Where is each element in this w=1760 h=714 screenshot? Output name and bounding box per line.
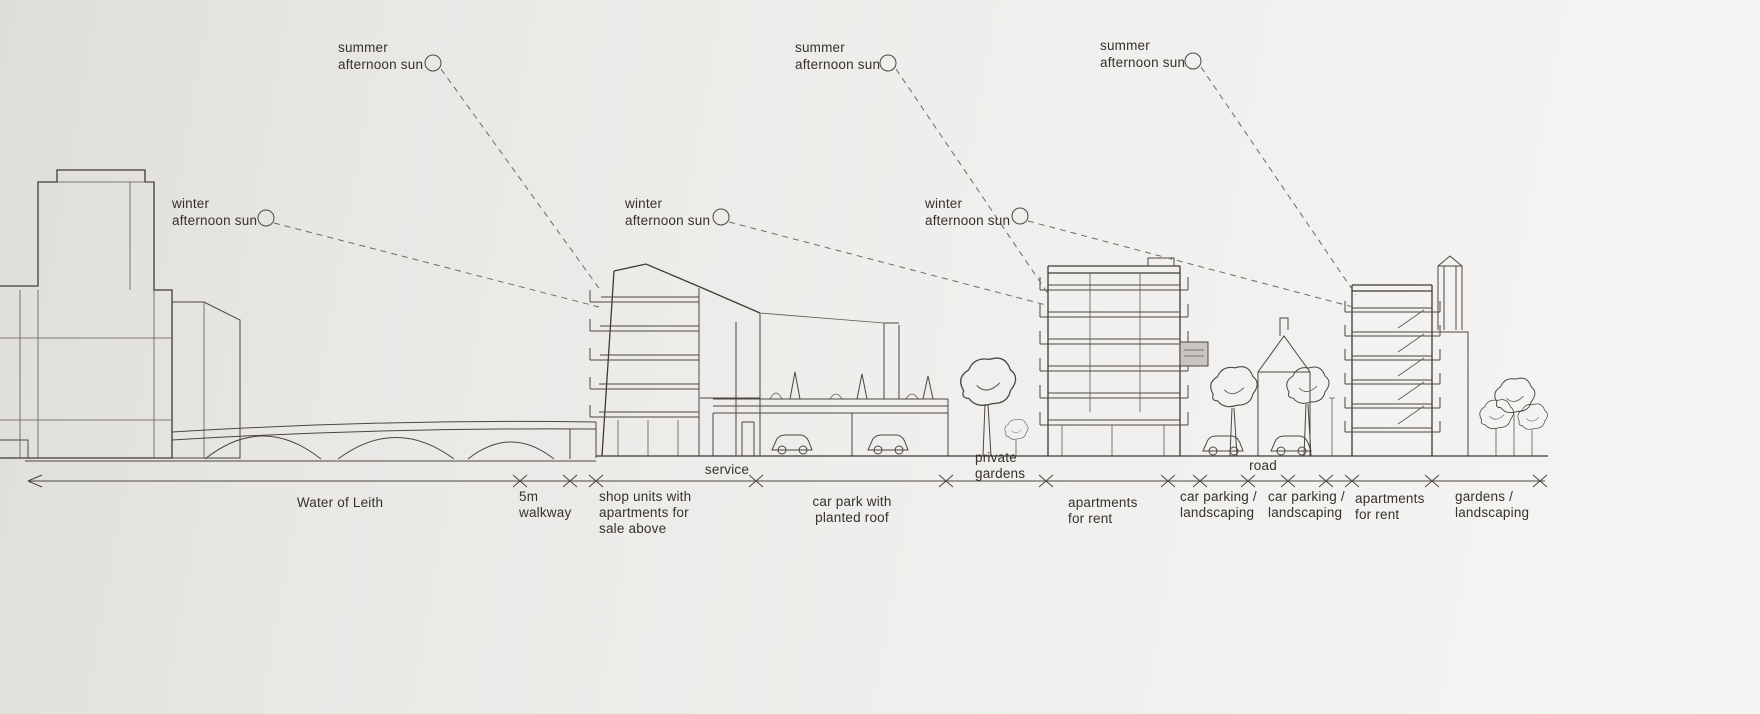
zone-label-car-park: car park with — [812, 494, 891, 509]
zone-label-apartments-left: for rent — [1068, 511, 1112, 526]
tree-icon — [1210, 366, 1258, 408]
zone-labels: Water of Leith 5m walkway shop units wit… — [297, 450, 1529, 536]
sun-label: winter — [924, 196, 963, 211]
zone-label-gardens-right: gardens / — [1455, 489, 1513, 504]
private-gardens-trees — [960, 357, 1029, 457]
zone-label-shop-units: sale above — [599, 521, 666, 536]
signboard — [1179, 341, 1209, 367]
tree-icon — [1494, 377, 1536, 414]
sun-label: afternoon sun — [925, 213, 1010, 228]
zone-label-car-park: planted roof — [815, 510, 889, 525]
sun-annotation-summer-3: summer afternoon sun — [1100, 38, 1357, 296]
zone-label-car-parking-right: landscaping — [1268, 505, 1342, 520]
sun-icon — [1184, 52, 1202, 70]
sun-label: afternoon sun — [625, 213, 710, 228]
shop-apartment-building — [589, 263, 761, 457]
sun-icon — [257, 209, 275, 227]
sun-label: summer — [795, 40, 845, 55]
zone-label-water-of-leith: Water of Leith — [297, 495, 383, 510]
zone-label-apartments-right: apartments — [1355, 491, 1425, 506]
road-zone-buildings — [1202, 317, 1335, 457]
zone-label-shop-units: shop units with — [599, 489, 691, 504]
zone-label-road: road — [1249, 458, 1277, 473]
sun-annotations: summer afternoon sun winter afternoon su… — [171, 38, 1357, 308]
sun-label: afternoon sun — [795, 57, 880, 72]
car-park-planted-roof — [712, 312, 949, 456]
arrow-left-icon — [27, 474, 43, 488]
zone-label-car-parking-left: car parking / — [1180, 489, 1257, 504]
bridge — [171, 420, 597, 460]
zone-label-car-parking-right: car parking / — [1268, 489, 1345, 504]
sun-label: winter — [624, 196, 663, 211]
car-icon — [867, 434, 909, 455]
zone-label-walkway: 5m — [519, 489, 538, 504]
zone-label-shop-units: apartments for — [599, 505, 689, 520]
sun-annotation-summer-1: summer afternoon sun — [338, 40, 602, 292]
sun-icon — [424, 54, 442, 72]
tree-icon — [960, 357, 1017, 406]
zone-label-gardens-right: landscaping — [1455, 505, 1529, 520]
apartments-right-building — [1344, 255, 1469, 456]
sun-label: afternoon sun — [172, 213, 257, 228]
zone-label-private-gardens: gardens — [975, 466, 1025, 481]
ground-line — [25, 455, 1548, 462]
sun-annotation-winter-1: winter afternoon sun — [171, 196, 600, 308]
sun-label: afternoon sun — [1100, 55, 1185, 70]
bush-icon — [1517, 403, 1548, 430]
bush-icon — [1004, 419, 1029, 440]
zone-label-apartments-right: for rent — [1355, 507, 1399, 522]
sun-icon — [879, 54, 897, 72]
sun-label: summer — [338, 40, 388, 55]
existing-building — [0, 169, 241, 459]
sun-icon — [712, 208, 730, 226]
zone-label-service: service — [705, 462, 749, 477]
zone-label-private-gardens: private — [975, 450, 1017, 465]
apartments-left-building — [1039, 257, 1209, 456]
car-icon — [771, 434, 813, 455]
sun-annotation-winter-2: winter afternoon sun — [624, 196, 1047, 306]
sun-label: summer — [1100, 38, 1150, 53]
sun-annotation-summer-2: summer afternoon sun — [795, 40, 1050, 296]
zone-label-car-parking-left: landscaping — [1180, 505, 1254, 520]
car-icon — [1270, 435, 1312, 456]
zone-label-apartments-left: apartments — [1068, 495, 1138, 510]
sun-label: winter — [171, 196, 210, 211]
gardens-right-trees — [1479, 377, 1548, 456]
sun-annotation-winter-3: winter afternoon sun — [924, 196, 1354, 308]
dimension-line — [27, 474, 1548, 488]
sun-label: afternoon sun — [338, 57, 423, 72]
zone-label-walkway: walkway — [518, 505, 571, 520]
sun-icon — [1011, 207, 1029, 225]
